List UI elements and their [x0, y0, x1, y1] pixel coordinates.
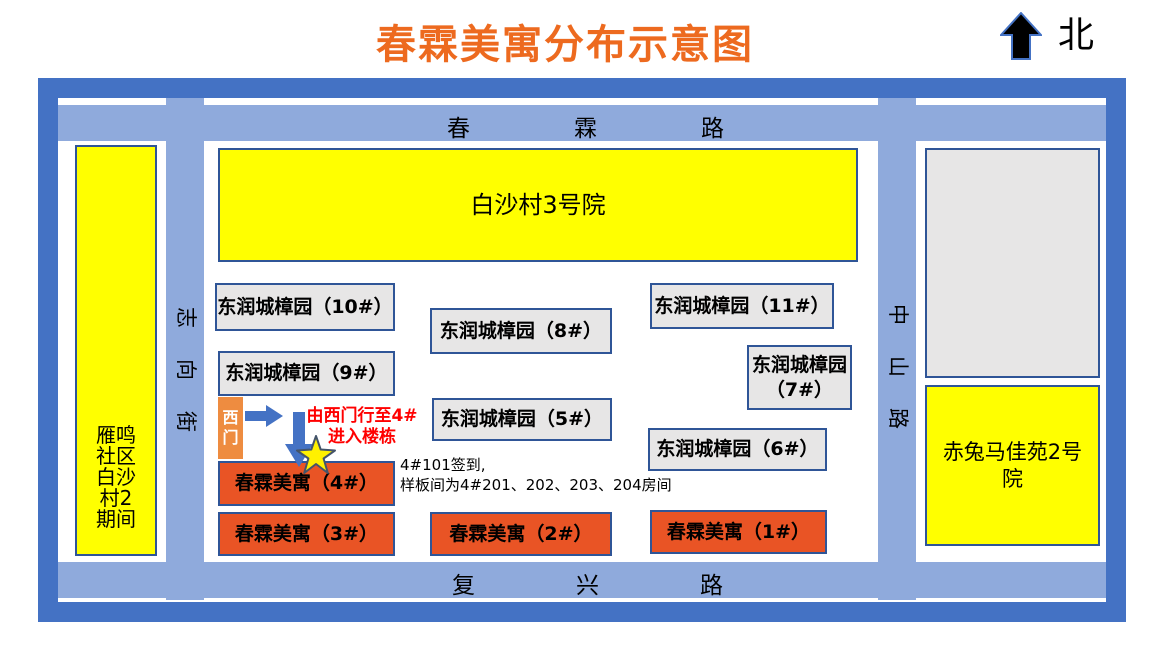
north-label: 北 [1058, 15, 1095, 56]
block-chunlin-2: 春霖美寓（2#） [430, 512, 612, 556]
block-chunlin-4: 春霖美寓（4#） [218, 461, 395, 506]
street-zhixiang-char-2: 向 [173, 359, 198, 380]
compass: 北 [1000, 12, 1094, 60]
map-title: 春霖美寓分布示意图 [376, 22, 754, 68]
block-unlabeled-gray [925, 148, 1100, 378]
route-note: 由西门行至4# 进入楼栋 [306, 406, 418, 447]
street-zhixiang [166, 98, 204, 600]
signin-note: 4#101签到, 样板间为4#201、202、203、204房间 [400, 456, 672, 494]
block-dongrun-11: 东润城樟园（11#） [650, 283, 834, 329]
road-chunlin [58, 105, 1106, 141]
street-zhixiang-label: 志 向 街 [166, 307, 204, 432]
route-arrow-right-icon [245, 405, 283, 427]
block-dongrun-9: 东润城樟园（9#） [218, 351, 395, 396]
road-fuxing-label: 复兴路 [452, 573, 824, 599]
block-dongrun-7: 东润城樟园 （7#） [747, 345, 852, 410]
street-zhixiang-char-1: 志 [173, 307, 198, 328]
street-zhixiang-char-3: 街 [173, 411, 198, 432]
street-zhongshan [878, 98, 916, 600]
street-zhongshan-char-1: 中 [885, 304, 910, 325]
map-border-frame [38, 78, 1126, 622]
north-arrow-icon [1000, 12, 1042, 60]
block-chunlin-1: 春霖美寓（1#） [650, 510, 827, 554]
block-baishacun-no3: 白沙村3号院 [218, 148, 858, 262]
entrance-star-icon [296, 435, 336, 474]
street-zhongshan-label: 中 山 路 [878, 304, 916, 429]
block-dongrun-10: 东润城樟园（10#） [215, 283, 395, 331]
street-zhongshan-char-2: 山 [885, 356, 910, 377]
block-yanming-community: 雁鸣 社区 白沙 村2 期间 [75, 145, 157, 556]
block-chituma-no2: 赤兔马佳苑2号 院 [925, 385, 1100, 546]
west-gate-marker: 西 门 [218, 397, 243, 459]
road-fuxing [58, 562, 1106, 598]
street-zhongshan-char-3: 路 [885, 408, 910, 429]
block-chunlin-3: 春霖美寓（3#） [218, 512, 395, 556]
block-dongrun-8: 东润城樟园（8#） [430, 308, 612, 354]
road-chunlin-label: 春霖路 [447, 116, 828, 142]
block-dongrun-5: 东润城樟园（5#） [432, 398, 612, 441]
block-dongrun-6: 东润城樟园（6#） [648, 428, 827, 471]
